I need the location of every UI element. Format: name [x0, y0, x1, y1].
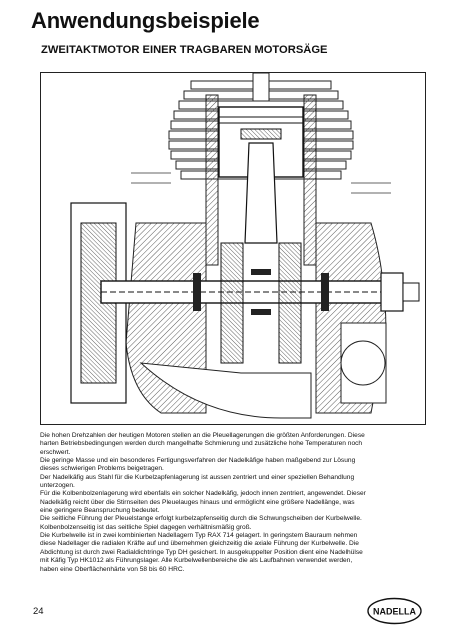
text-line: eine geringere Beanspruchung bedeutet.: [40, 507, 160, 515]
text-line: Kolbenbolzenseitig ist das seitliche Spi…: [40, 523, 252, 531]
text-line: diese Nadellager die radialen Kräfte auf…: [40, 540, 359, 548]
text-line: mit Käfig Typ HK1012 als Führungslager. …: [40, 557, 353, 565]
text-line: Für die Kolbenbolzenlagerung wird ebenfa…: [40, 490, 366, 498]
text-line: haben eine Oberflächenhärte von 58 bis 6…: [40, 565, 185, 573]
page-number: 24: [33, 606, 44, 617]
text-line: Der Nadelkäfig aus Stahl für die Kurbelz…: [40, 473, 355, 481]
text-line: Die hohen Drehzahlen der heutigen Motore…: [40, 432, 365, 439]
text-line: Nadelkäfig reicht über die Stirnseiten d…: [40, 498, 355, 506]
text-line: Abdichtung ist durch zwei Radialdichtrin…: [40, 548, 363, 556]
logo-text: NADELLA: [373, 607, 416, 617]
text-line: unterzogen.: [40, 482, 75, 490]
text-line: Die geringe Masse und ein besonderes Fer…: [40, 457, 356, 465]
text-line: erschwert.: [40, 448, 71, 456]
text-line: Die seitliche Führung der Pleuelstange e…: [40, 515, 362, 523]
section-subtitle: ZWEITAKTMOTOR EINER TRAGBAREN MOTORSÄGE: [41, 44, 328, 56]
nadella-logo: NADELLA: [367, 597, 422, 625]
description-text: Die hohen Drehzahlen der heutigen Motore…: [40, 432, 430, 574]
engine-cross-section-drawing: [40, 72, 426, 425]
page-title: Anwendungsbeispiele: [31, 8, 260, 33]
text-line: Die Kurbelwelle ist in zwei kombinierten…: [40, 532, 358, 540]
text-line: harten Betriebsbedingungen werden durch …: [40, 440, 363, 448]
text-line: dieses schwierigen Problems beigetragen.: [40, 465, 164, 473]
